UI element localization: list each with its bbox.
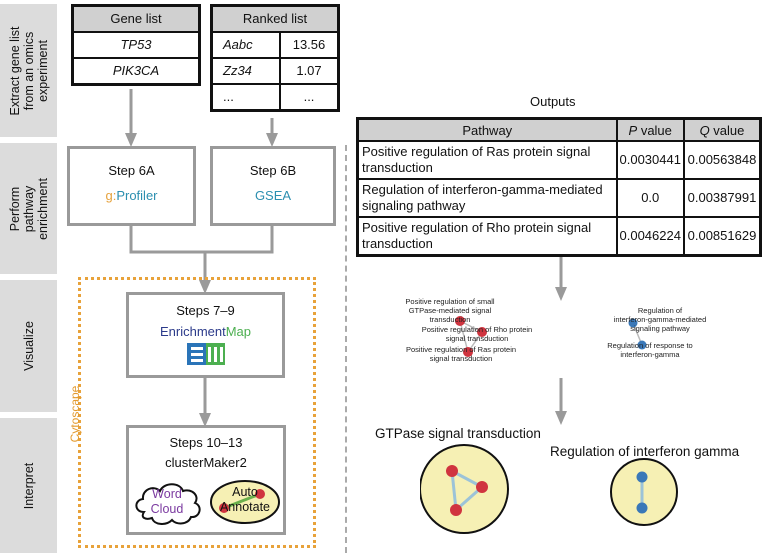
stage-extract: Extract gene list from an omics experime… bbox=[0, 4, 57, 137]
outputs-title: Outputs bbox=[530, 94, 576, 109]
network-node bbox=[463, 347, 473, 357]
map-text: Map bbox=[225, 324, 252, 339]
gene-list-row: PIK3CA bbox=[112, 63, 160, 78]
step-7-9-box: Steps 7–9 EnrichmentMap bbox=[126, 292, 285, 378]
network-edge bbox=[459, 320, 469, 353]
network-label: Positive regulation of Ras protein signa… bbox=[405, 345, 517, 363]
outputs-header-row: Pathway P value Q value bbox=[356, 117, 762, 142]
network-label: Regulation of interferon-gamma-mediated … bbox=[613, 306, 707, 333]
cluster-title: GTPase signal transduction bbox=[375, 426, 541, 441]
cluster-edge bbox=[450, 470, 458, 511]
gene-list-table: Gene list TP53 PIK3CA bbox=[71, 4, 201, 86]
stage-enrichment: Perform pathway enrichment bbox=[0, 143, 57, 274]
col-q-value: Q value bbox=[682, 117, 762, 142]
cluster-graphics bbox=[420, 444, 678, 534]
gene-list-header: Gene list bbox=[74, 7, 198, 33]
ranked-list-header: Ranked list bbox=[213, 7, 337, 33]
cluster-node bbox=[476, 481, 488, 493]
auto-annotate-node bbox=[219, 503, 229, 513]
gprofiler-name: Profiler bbox=[116, 188, 158, 203]
enrichment-network bbox=[455, 316, 647, 357]
q-value-cell: 0.00851629 bbox=[682, 216, 762, 257]
col-p-value: P value bbox=[615, 117, 685, 142]
cluster-interferon bbox=[610, 458, 678, 526]
q-value-cell: 0.00387991 bbox=[682, 178, 762, 218]
cytoscape-region bbox=[78, 277, 316, 548]
cytoscape-label: Cytoscape bbox=[68, 385, 82, 443]
cluster-node bbox=[636, 502, 648, 514]
network-label: Positive regulation of small GTPase-medi… bbox=[405, 297, 495, 324]
table-row: Regulation of interferon-gamma-mediated … bbox=[356, 178, 762, 218]
auto-annotate-edge bbox=[223, 492, 261, 510]
network-node bbox=[628, 318, 638, 328]
pathway-cell: Regulation of interferon-gamma-mediated … bbox=[356, 178, 618, 218]
stage-visualize: Visualize bbox=[0, 280, 57, 412]
step-6a-box: Step 6A g:Profiler bbox=[67, 146, 196, 226]
network-node bbox=[637, 340, 647, 350]
network-node bbox=[455, 316, 465, 326]
col-pathway: Pathway bbox=[356, 117, 618, 142]
cluster-node bbox=[636, 471, 648, 483]
network-label: Regulation of response to interferon-gam… bbox=[607, 341, 693, 359]
step-6a-title: Step 6A bbox=[108, 163, 155, 178]
ranked-score: ... bbox=[303, 89, 315, 104]
step-7-9-title: Steps 7–9 bbox=[176, 303, 235, 318]
auto-annotate-node bbox=[255, 489, 265, 499]
ranked-list-row: ... ... bbox=[213, 85, 337, 109]
q-value-cell: 0.00563848 bbox=[682, 140, 762, 180]
enrichmentmap-logo-text: EnrichmentMap bbox=[129, 324, 282, 339]
cluster-title: Regulation of interferon gamma bbox=[550, 444, 740, 459]
gprofiler-logo: g:Profiler bbox=[70, 188, 193, 203]
cluster-node bbox=[446, 465, 458, 477]
p-value-cell: 0.0 bbox=[615, 178, 685, 218]
outputs-table: Pathway P value Q value Positive regulat… bbox=[356, 117, 762, 257]
ranked-gene: Aabc bbox=[213, 33, 281, 57]
gsea-logo: GSEA bbox=[254, 188, 292, 203]
network-label: Positive regulation of Rho protein signa… bbox=[421, 325, 533, 343]
table-row: Positive regulation of Ras protein signa… bbox=[356, 140, 762, 180]
table-row: Positive regulation of Rho protein signa… bbox=[356, 216, 762, 257]
ranked-list-table: Ranked list Aabc 13.56 Zz34 1.07 ... ... bbox=[210, 4, 340, 112]
gene-list-row: TP53 bbox=[74, 33, 198, 59]
pathway-cell: Positive regulation of Ras protein signa… bbox=[356, 140, 618, 180]
gprofiler-prefix: g: bbox=[105, 188, 117, 203]
cluster-gtpase bbox=[420, 444, 509, 534]
step-10-13-title: Steps 10–13 bbox=[169, 435, 243, 450]
enrichmentmap-icon bbox=[186, 343, 225, 365]
clustermaker-label: clusterMaker2 bbox=[165, 455, 247, 470]
step-6b-box: Step 6B GSEA bbox=[210, 146, 336, 226]
ranked-score: 1.07 bbox=[296, 63, 322, 78]
p-value-cell: 0.0030441 bbox=[615, 140, 685, 180]
network-node bbox=[477, 327, 487, 337]
step-6b-title: Step 6B bbox=[249, 163, 297, 178]
pathway-cell: Positive regulation of Rho protein signa… bbox=[356, 216, 618, 257]
word-cloud-text: Word Cloud bbox=[150, 487, 184, 516]
ranked-list-row: Aabc 13.56 bbox=[213, 33, 337, 59]
ranked-gene: Zz34 bbox=[213, 59, 281, 83]
merge-connector bbox=[129, 225, 274, 254]
p-value-cell: 0.0046224 bbox=[615, 216, 685, 257]
stage-interpret: Interpret bbox=[0, 418, 57, 553]
ranked-list-row: Zz34 1.07 bbox=[213, 59, 337, 85]
ranked-gene: ... bbox=[213, 85, 281, 109]
word-cloud-shape bbox=[135, 483, 201, 525]
section-separator bbox=[345, 145, 347, 553]
auto-annotate-text: Auto Annotate bbox=[219, 485, 271, 514]
ranked-score: 13.56 bbox=[292, 37, 326, 52]
enrichment-text: Enrichment bbox=[159, 324, 226, 339]
cluster-node bbox=[450, 504, 462, 516]
interpret-tools-graphic bbox=[135, 480, 280, 525]
